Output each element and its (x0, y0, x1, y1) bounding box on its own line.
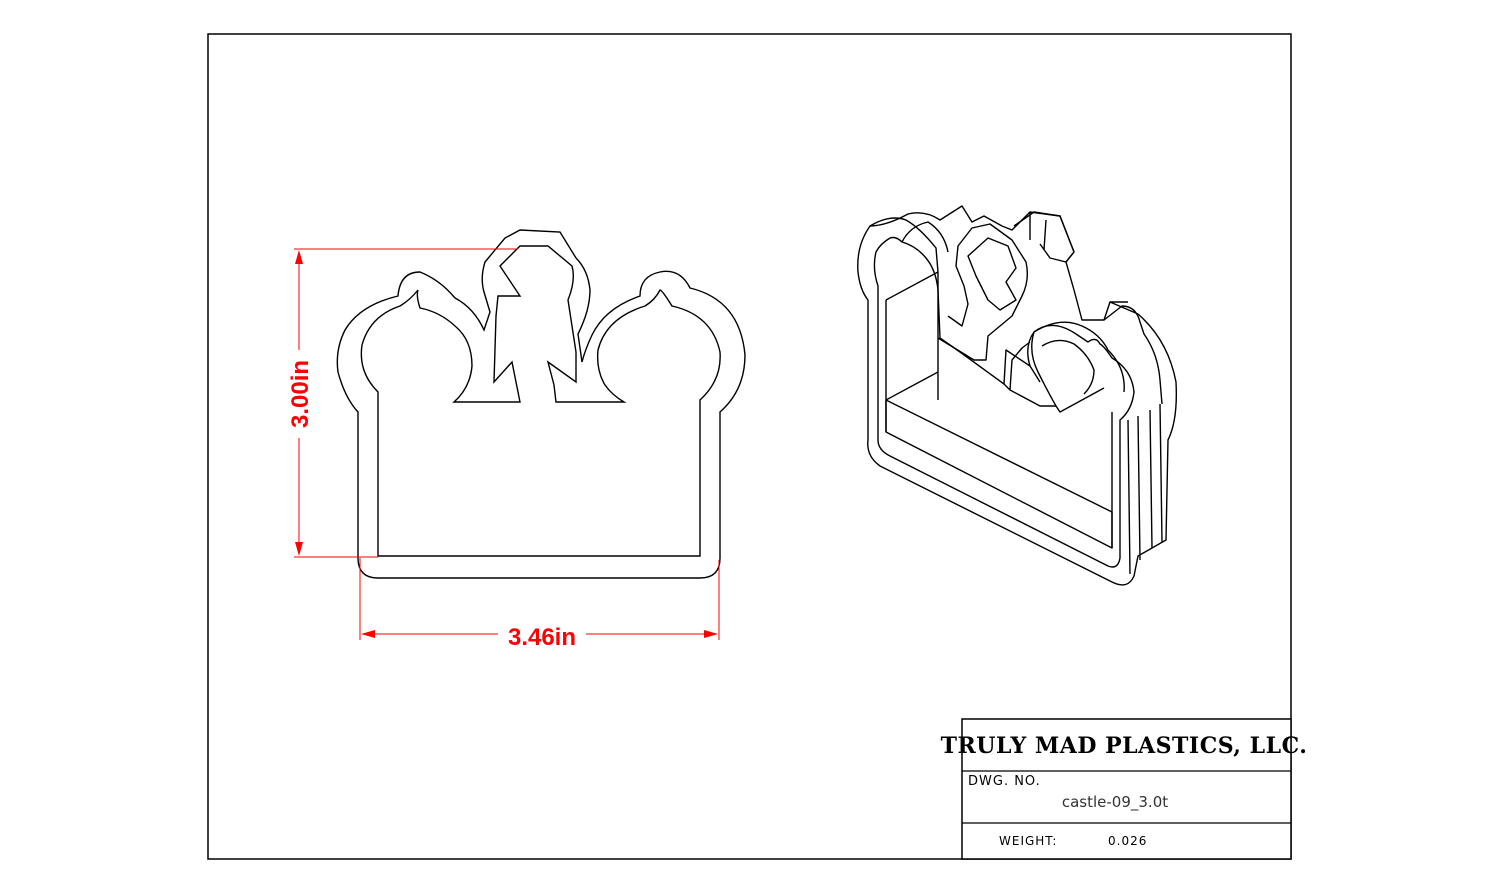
dwg-no-value: castle-09_3.0t (1062, 793, 1168, 812)
dim-width-label: 3.46in (508, 624, 576, 651)
sheet-border (207, 33, 1292, 860)
front-view-outer-outline (336, 229, 746, 579)
iso-left-bulb (869, 217, 949, 273)
front-view-inner-outline (360, 245, 721, 557)
iso-spire-base (1003, 341, 1056, 407)
company-name: TRULY MAD PLASTICS, LLC. (941, 733, 1308, 759)
dim-width-arrow-right (704, 630, 718, 638)
iso-back-wall-bottom (885, 371, 939, 401)
dimension-width (359, 558, 720, 640)
iso-right-bulb (1031, 321, 1125, 413)
front-view (336, 229, 746, 579)
weight-label: WEIGHT: (999, 834, 1057, 848)
isometric-view (857, 205, 1178, 586)
dim-height-arrow-bottom (295, 542, 303, 556)
dim-width-arrow-left (361, 630, 375, 638)
iso-inner-rim (873, 236, 1135, 568)
weight-value: 0.026 (1108, 834, 1147, 848)
title-block-frame (961, 718, 1292, 860)
iso-right-tower-back (1103, 301, 1163, 405)
dwg-no-label: DWG. NO. (968, 774, 1041, 789)
title-block: TRULY MAD PLASTICS, LLC. DWG. NO. castle… (941, 718, 1308, 860)
dimension-height (294, 248, 518, 558)
iso-inner-edge-top (885, 271, 939, 301)
dim-height-label: 3.00in (287, 360, 314, 428)
iso-spire-inner (967, 237, 1017, 311)
iso-side-lines (1127, 403, 1163, 575)
dim-height-arrow-top (295, 250, 303, 264)
iso-base-outer (857, 205, 1178, 586)
iso-spire-top (1013, 211, 1075, 263)
iso-middle-spire (937, 223, 1029, 361)
